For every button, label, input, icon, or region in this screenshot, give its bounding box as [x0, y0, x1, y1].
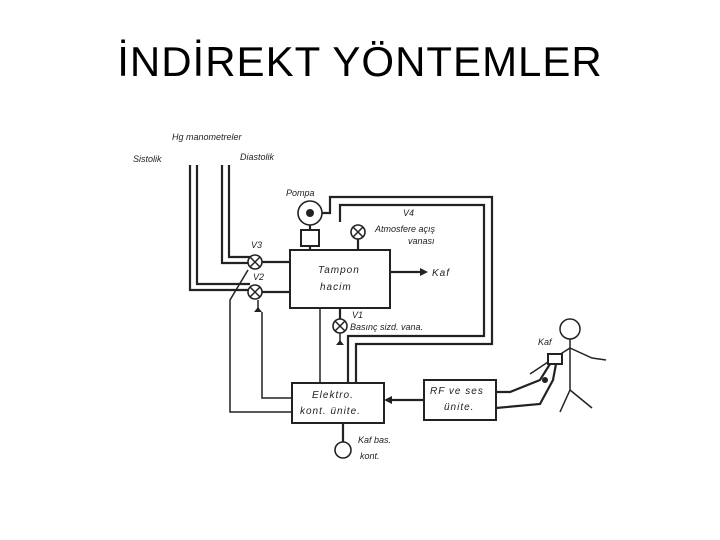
patient-figure-icon — [529, 318, 607, 413]
cuff-on-arm-icon — [547, 353, 563, 365]
atm-valve-label-1: Atmosfere açış — [374, 224, 436, 234]
cuff-rf-line — [495, 363, 558, 410]
valve-v4-label: V4 — [403, 208, 414, 218]
systolic-manometer-tube — [188, 165, 250, 292]
electro-label-1: Elektro. — [312, 390, 354, 401]
hg-manometers-label: Hg manometreler — [172, 132, 243, 142]
pump-label: Pompa — [286, 188, 315, 198]
control-line-v2 — [261, 312, 292, 399]
valve-v3-label: V3 — [251, 240, 262, 250]
kaf-pressure-gauge-icon — [334, 441, 352, 459]
pump-control-line — [322, 195, 494, 383]
kaf-pressure-label-2: kont. — [360, 451, 380, 461]
kaf-output-label: Kaf — [432, 268, 450, 279]
electro-control-unit-box — [291, 382, 385, 424]
buffer-label-2: hacim — [320, 282, 352, 293]
kaf-pressure-label-1: Kaf bas. — [358, 435, 391, 445]
valve-v1-label: V1 — [352, 310, 363, 320]
buffer-volume-box — [289, 249, 391, 309]
atm-valve-label-2: vanası — [408, 236, 435, 246]
diastolic-manometer-tube — [220, 165, 250, 265]
valve-v2-label: V2 — [253, 272, 264, 282]
control-line-v3 — [229, 269, 292, 413]
cuff-sound-line — [496, 363, 551, 394]
systolic-label: Sistolik — [133, 154, 162, 164]
kaf-person-label: Kaf — [538, 337, 553, 347]
leak-valve-label: Basınç sizd. vana. — [350, 322, 423, 332]
pump-motor-box — [300, 229, 320, 247]
rf-label-1: RF ve ses — [430, 386, 484, 397]
diastolic-label: Diastolik — [240, 152, 275, 162]
slide-title: İNDİREKT YÖNTEMLER — [117, 38, 603, 85]
buffer-label-1: Tampon — [318, 265, 360, 276]
electro-label-2: kont. ünite. — [300, 406, 361, 417]
rf-label-2: ünite. — [444, 402, 474, 413]
